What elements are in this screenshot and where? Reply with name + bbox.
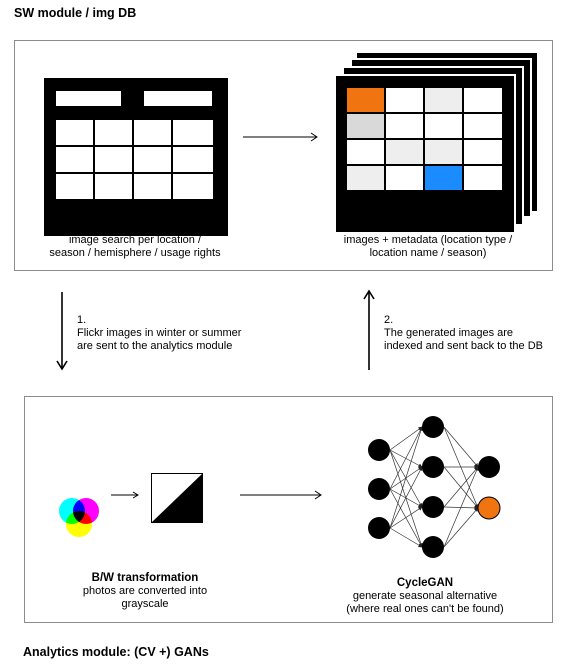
arrow-to-db-icon bbox=[243, 132, 318, 142]
step1-line2: are sent to the analytics module bbox=[77, 340, 233, 352]
flickr-web-app-line2: season / hemisphere / usage rights bbox=[49, 247, 221, 259]
sw-module-title: SW module / img DB bbox=[14, 6, 137, 20]
flickr-web-app-caption: Flickr API web-app image search per loca… bbox=[35, 221, 235, 260]
arrow-to-bw-icon bbox=[111, 491, 139, 499]
analytics-module-title: Analytics module: (CV +) GANs bbox=[23, 645, 209, 659]
bw-transformation-line2: grayscale bbox=[121, 598, 169, 610]
web-app-wireframe-icon bbox=[44, 78, 228, 236]
arrow-up-icon bbox=[363, 289, 375, 370]
step1-text: 1. Flickr images in winter or summer are… bbox=[77, 314, 241, 353]
step1-number: 1. bbox=[77, 314, 87, 326]
photo-db-title: Photo DB bbox=[401, 221, 455, 233]
bw-transformation-line1: photos are converted into bbox=[82, 585, 208, 597]
step2-line1: The generated images are bbox=[384, 327, 514, 339]
photo-db-caption: Photo DB images + metadata (location typ… bbox=[323, 221, 533, 260]
neural-network-icon bbox=[368, 416, 501, 558]
photo-db-icon bbox=[334, 53, 537, 234]
bw-transformation-caption: B/W transformation photos are converted … bbox=[60, 572, 230, 611]
step2-text: 2. The generated images are indexed and … bbox=[384, 314, 543, 353]
cyclegan-line1: generate seasonal alternative bbox=[352, 590, 498, 602]
arrow-to-cyclegan-icon bbox=[240, 490, 322, 500]
cyclegan-line2: (where real ones can't be found) bbox=[346, 603, 504, 615]
bw-square-icon bbox=[151, 473, 203, 523]
flickr-web-app-title: Flickr API web-app bbox=[83, 221, 187, 233]
sw-module-panel: Flickr API web-app image search per loca… bbox=[14, 40, 553, 271]
arrow-down-icon bbox=[56, 292, 68, 371]
bw-transformation-title: B/W transformation bbox=[91, 572, 199, 584]
photo-db-line2: location name / season) bbox=[369, 247, 487, 259]
step2-line2: indexed and sent back to the DB bbox=[384, 340, 543, 352]
cyclegan-title: CycleGAN bbox=[396, 577, 454, 589]
cmy-color-circles-icon bbox=[59, 498, 99, 537]
step2-number: 2. bbox=[384, 314, 394, 326]
rgb-color-circles-icon bbox=[59, 444, 99, 483]
photo-db-line1: images + metadata (location type / bbox=[343, 234, 513, 246]
cyclegan-caption: CycleGAN generate seasonal alternative (… bbox=[325, 577, 525, 616]
flickr-web-app-line1: image search per location / bbox=[68, 234, 202, 246]
analytics-module-panel: B/W transformation photos are converted … bbox=[24, 396, 553, 623]
step1-line1: Flickr images in winter or summer bbox=[77, 327, 242, 339]
